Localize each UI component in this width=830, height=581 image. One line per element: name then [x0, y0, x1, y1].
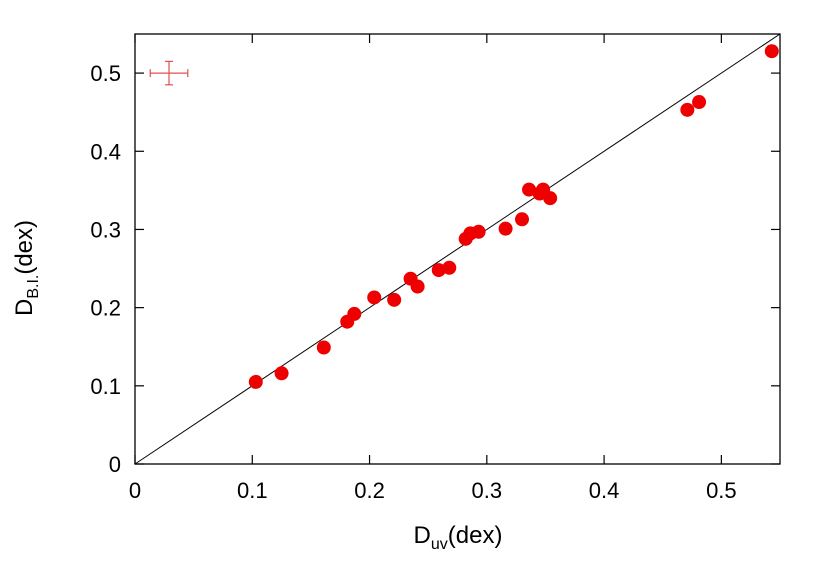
- y-tick-label: 0.4: [90, 139, 121, 164]
- data-point: [515, 212, 529, 227]
- data-point: [316, 340, 331, 355]
- data-point: [248, 374, 263, 389]
- data-point: [764, 44, 779, 59]
- data-point: [692, 95, 707, 110]
- y-tick-label: 0.2: [90, 296, 121, 321]
- y-tick-label: 0.1: [90, 374, 121, 399]
- data-point: [431, 263, 446, 278]
- data-point: [522, 182, 537, 197]
- x-tick-label: 0.1: [237, 478, 268, 503]
- x-axis-title: Duv(dex): [414, 522, 503, 553]
- data-point: [543, 191, 558, 206]
- data-point: [498, 221, 513, 236]
- data-point: [680, 102, 695, 117]
- x-tick-label: 0.4: [589, 478, 620, 503]
- x-tick-label: 0: [129, 478, 141, 503]
- data-point: [410, 279, 425, 294]
- data-point: [387, 292, 402, 307]
- x-tick-label: 0.2: [354, 478, 385, 503]
- y-axis-title: DB.I.(dex): [11, 220, 42, 316]
- y-tick-label: 0.5: [90, 61, 121, 86]
- data-point: [471, 224, 486, 239]
- data-point: [442, 260, 457, 275]
- plot-frame: [134, 33, 781, 465]
- data-point: [367, 290, 382, 305]
- x-tick-label: 0.5: [706, 478, 737, 503]
- data-point: [274, 366, 289, 381]
- x-tick-label: 0.3: [472, 478, 503, 503]
- y-tick-label: 0.3: [90, 217, 121, 242]
- y-tick-label: 0: [109, 452, 121, 477]
- data-point: [347, 306, 362, 321]
- one-to-one-line: [134, 33, 781, 465]
